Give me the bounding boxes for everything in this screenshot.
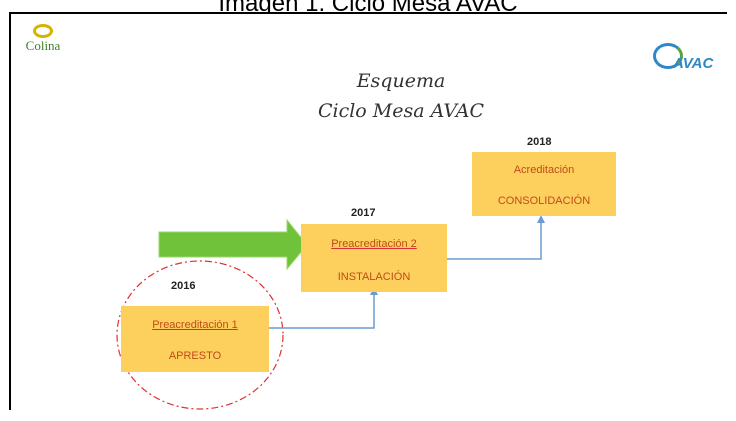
connector-1-2 — [267, 294, 375, 329]
avac-logo-text: AVAC — [673, 55, 714, 72]
stage-box-3: Acreditación CONSOLIDACIÓN — [472, 152, 616, 216]
year-label-2017: 2017 — [351, 207, 376, 219]
stage-1-name: Preacreditación 1 — [152, 319, 238, 331]
connector-2-3 — [445, 222, 542, 260]
stage-3-phase: CONSOLIDACIÓN — [497, 195, 591, 207]
title-line-1: Esquema — [356, 70, 446, 92]
connector-2-3-arrowhead — [537, 215, 545, 223]
year-label-2018: 2018 — [527, 136, 552, 148]
highlight-circle — [116, 260, 284, 410]
stage-2-name: Preacreditación 2 — [331, 238, 417, 250]
diagram-slide: Colina AVAC Esquema Ciclo Mesa AVAC 2016… — [9, 12, 727, 410]
diagram-title: Esquema Ciclo Mesa AVAC — [251, 66, 551, 126]
stage-box-2: Preacreditación 2 INSTALACIÓN — [301, 224, 447, 292]
avac-logo-icon — [653, 43, 683, 69]
colina-logo: Colina — [21, 24, 65, 53]
colina-logo-icon — [33, 24, 53, 38]
connectors-layer — [116, 215, 545, 410]
stage-3-name: Acreditación — [513, 164, 575, 176]
stage-2-phase: INSTALACIÓN — [337, 271, 411, 283]
year-label-2016: 2016 — [171, 280, 196, 292]
stage-box-1: Preacreditación 1 APRESTO — [121, 306, 269, 372]
avac-logo: AVAC — [651, 41, 715, 75]
colina-logo-text: Colina — [25, 38, 61, 53]
green-arrow — [158, 218, 308, 271]
title-line-2: Ciclo Mesa AVAC — [317, 100, 485, 122]
stage-1-phase: APRESTO — [168, 350, 222, 362]
